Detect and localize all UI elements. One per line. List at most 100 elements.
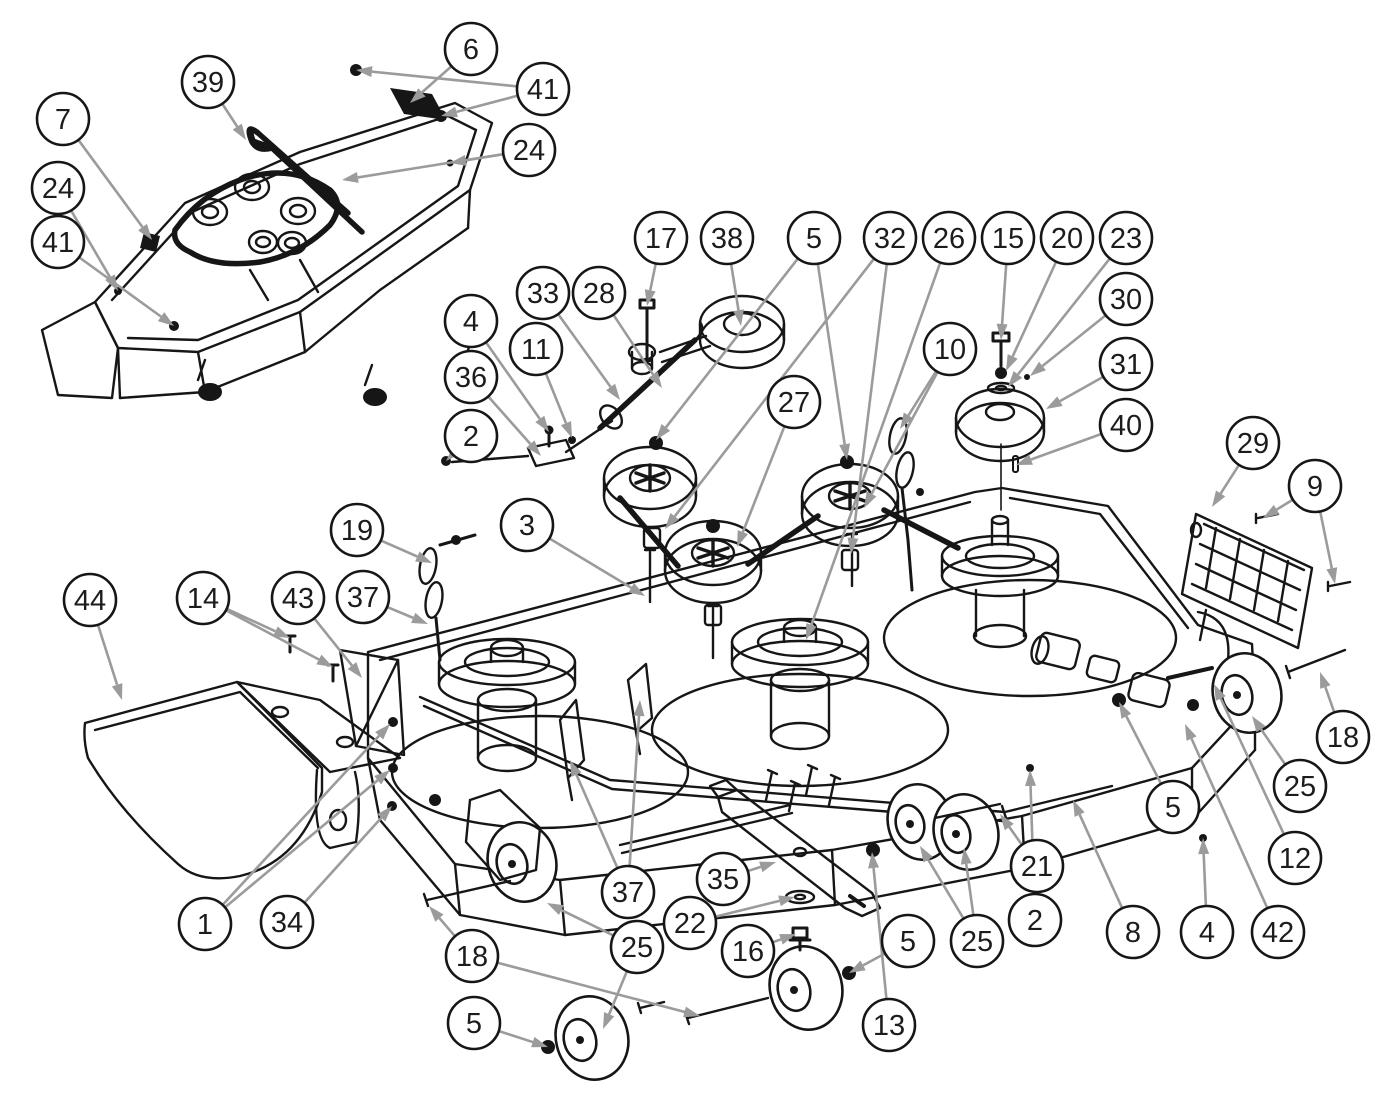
callout-balloon-30-15[interactable]: 30 xyxy=(1098,271,1154,327)
callout-balloon-3-29[interactable]: 3 xyxy=(499,497,555,553)
callout-balloon-27-19[interactable]: 27 xyxy=(766,374,822,430)
callout-balloon-32-10[interactable]: 32 xyxy=(862,210,918,266)
balloon-circle[interactable] xyxy=(515,61,571,117)
balloon-circle[interactable] xyxy=(766,374,822,430)
callout-balloon-18-51[interactable]: 18 xyxy=(444,928,500,984)
balloon-circle[interactable] xyxy=(501,122,557,178)
balloon-circle[interactable] xyxy=(62,572,118,628)
callout-balloon-6-4[interactable]: 6 xyxy=(443,21,499,77)
balloon-circle[interactable] xyxy=(1267,830,1323,886)
callout-balloon-25-35[interactable]: 25 xyxy=(1272,758,1328,814)
balloon-circle[interactable] xyxy=(720,923,776,979)
balloon-circle[interactable] xyxy=(175,570,231,626)
balloon-circle[interactable] xyxy=(30,160,86,216)
callout-balloon-40-17[interactable]: 40 xyxy=(1098,397,1154,453)
balloon-circle[interactable] xyxy=(1009,838,1065,894)
balloon-circle[interactable] xyxy=(633,210,689,266)
balloon-circle[interactable] xyxy=(508,321,564,377)
callout-balloon-2-25[interactable]: 2 xyxy=(443,408,499,464)
balloon-circle[interactable] xyxy=(1007,892,1063,948)
balloon-circle[interactable] xyxy=(443,349,499,405)
callout-balloon-25-49[interactable]: 25 xyxy=(609,919,665,975)
balloon-circle[interactable] xyxy=(515,265,571,321)
balloon-circle[interactable] xyxy=(980,210,1036,266)
balloon-circle[interactable] xyxy=(1315,709,1371,765)
balloon-circle[interactable] xyxy=(786,210,842,266)
balloon-circle[interactable] xyxy=(1098,210,1154,266)
callout-balloon-26-11[interactable]: 26 xyxy=(921,210,977,266)
callout-balloon-41-3[interactable]: 41 xyxy=(30,214,86,270)
balloon-circle[interactable] xyxy=(443,408,499,464)
balloon-circle[interactable] xyxy=(259,894,315,950)
balloon-circle[interactable] xyxy=(1272,758,1328,814)
balloon-circle[interactable] xyxy=(499,497,555,553)
callout-balloon-41-5[interactable]: 41 xyxy=(515,61,571,117)
callout-balloon-22-48[interactable]: 22 xyxy=(662,895,718,951)
callout-balloon-38-8[interactable]: 38 xyxy=(699,210,755,266)
callout-balloon-43-32[interactable]: 43 xyxy=(270,570,326,626)
balloon-circle[interactable] xyxy=(443,21,499,77)
callout-balloon-18-34[interactable]: 18 xyxy=(1315,709,1371,765)
callout-balloon-16-50[interactable]: 16 xyxy=(720,923,776,979)
callout-balloon-29-26[interactable]: 29 xyxy=(1225,415,1281,471)
callout-balloon-44-30[interactable]: 44 xyxy=(62,572,118,628)
callout-balloon-14-31[interactable]: 14 xyxy=(175,570,231,626)
balloon-circle[interactable] xyxy=(1225,415,1281,471)
callout-balloon-1-53[interactable]: 1 xyxy=(177,896,233,952)
balloon-circle[interactable] xyxy=(921,210,977,266)
callout-balloon-5-52[interactable]: 5 xyxy=(446,995,502,1051)
balloon-circle[interactable] xyxy=(444,928,500,984)
callout-balloon-5-44[interactable]: 5 xyxy=(880,913,936,969)
balloon-circle[interactable] xyxy=(880,913,936,969)
callout-balloon-10-18[interactable]: 10 xyxy=(922,321,978,377)
balloon-circle[interactable] xyxy=(662,895,718,951)
callout-balloon-20-13[interactable]: 20 xyxy=(1039,210,1095,266)
balloon-circle[interactable] xyxy=(1098,271,1154,327)
balloon-circle[interactable] xyxy=(443,293,499,349)
balloon-circle[interactable] xyxy=(922,321,978,377)
balloon-circle[interactable] xyxy=(695,851,751,907)
balloon-circle[interactable] xyxy=(600,864,656,920)
callout-balloon-5-9[interactable]: 5 xyxy=(786,210,842,266)
callout-balloon-37-46[interactable]: 37 xyxy=(600,864,656,920)
callout-balloon-4-22[interactable]: 4 xyxy=(443,293,499,349)
callout-balloon-7-1[interactable]: 7 xyxy=(35,91,91,147)
callout-balloon-24-6[interactable]: 24 xyxy=(501,122,557,178)
callout-balloon-12-37[interactable]: 12 xyxy=(1267,830,1323,886)
balloon-circle[interactable] xyxy=(949,913,1005,969)
balloon-circle[interactable] xyxy=(571,265,627,321)
callout-balloon-36-24[interactable]: 36 xyxy=(443,349,499,405)
callout-balloon-8-40[interactable]: 8 xyxy=(1105,904,1161,960)
balloon-circle[interactable] xyxy=(177,896,233,952)
callout-balloon-35-47[interactable]: 35 xyxy=(695,851,751,907)
balloon-circle[interactable] xyxy=(1287,458,1343,514)
callout-balloon-28-21[interactable]: 28 xyxy=(571,265,627,321)
balloon-circle[interactable] xyxy=(1145,779,1201,835)
balloon-circle[interactable] xyxy=(1098,336,1154,392)
callout-balloon-9-27[interactable]: 9 xyxy=(1287,458,1343,514)
callout-balloon-19-28[interactable]: 19 xyxy=(329,502,385,558)
balloon-circle[interactable] xyxy=(30,214,86,270)
callout-balloon-21-38[interactable]: 21 xyxy=(1009,838,1065,894)
callout-balloon-25-43[interactable]: 25 xyxy=(949,913,1005,969)
callout-balloon-31-16[interactable]: 31 xyxy=(1098,336,1154,392)
callout-balloon-15-12[interactable]: 15 xyxy=(980,210,1036,266)
balloon-circle[interactable] xyxy=(335,569,391,625)
callout-balloon-42-42[interactable]: 42 xyxy=(1250,904,1306,960)
callout-balloon-17-7[interactable]: 17 xyxy=(633,210,689,266)
balloon-circle[interactable] xyxy=(446,995,502,1051)
callout-balloon-13-45[interactable]: 13 xyxy=(861,997,917,1053)
callout-balloon-33-20[interactable]: 33 xyxy=(515,265,571,321)
balloon-circle[interactable] xyxy=(35,91,91,147)
callout-balloon-11-23[interactable]: 11 xyxy=(508,321,564,377)
balloon-circle[interactable] xyxy=(1039,210,1095,266)
balloon-circle[interactable] xyxy=(862,210,918,266)
callout-balloon-23-14[interactable]: 23 xyxy=(1098,210,1154,266)
balloon-circle[interactable] xyxy=(1179,904,1235,960)
callout-balloon-37-33[interactable]: 37 xyxy=(335,569,391,625)
balloon-circle[interactable] xyxy=(861,997,917,1053)
balloon-circle[interactable] xyxy=(1105,904,1161,960)
balloon-circle[interactable] xyxy=(1098,397,1154,453)
callout-balloon-24-2[interactable]: 24 xyxy=(30,160,86,216)
callout-balloon-34-54[interactable]: 34 xyxy=(259,894,315,950)
